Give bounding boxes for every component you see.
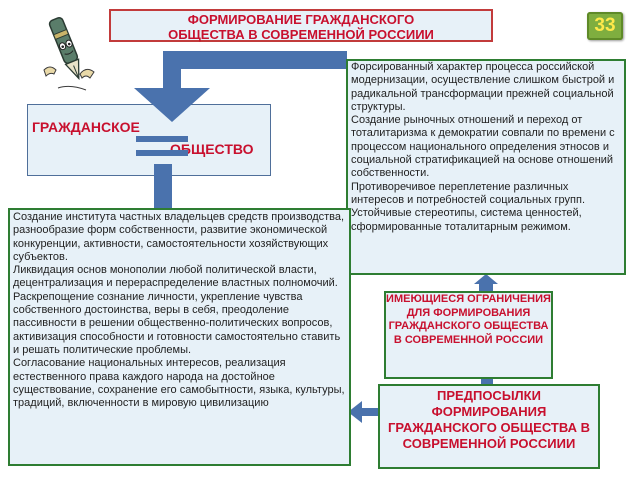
prerequisite-item: Создание института частных владельцев ср…	[13, 211, 345, 263]
civil-society-word1: ГРАЖДАНСКОЕ	[32, 119, 140, 135]
slide-title-line2: ОБЩЕСТВА В СОВРЕМЕННОЙ РОССИИИ	[168, 27, 434, 42]
slide-title: ФОРМИРОВАНИЕ ГРАЖДАНСКОГО ОБЩЕСТВА В СОВ…	[109, 9, 493, 42]
slide-number-badge: 33	[587, 12, 623, 40]
constraints-text-box: Форсированный характер процесса российск…	[346, 59, 626, 275]
constraint-item: Противоречивое переплетение различных ин…	[351, 180, 586, 206]
pen-mascot-icon	[43, 16, 95, 91]
arrow-left	[348, 401, 362, 423]
constraint-item: Создание рыночных отношений и переход от…	[351, 114, 615, 180]
constraint-item: Форсированный характер процесса российск…	[351, 61, 615, 113]
constraint-item: Устойчивые стереотипы, система ценностей…	[351, 207, 582, 233]
bracket-bar-top	[136, 136, 188, 142]
civil-society-word2: ОБЩЕСТВО	[170, 141, 254, 157]
limitations-label-box: ИМЕЮЩИЕСЯ ОГРАНИЧЕНИЯ ДЛЯ ФОРМИРОВАНИЯ Г…	[384, 291, 553, 379]
prerequisites-text-box: Создание института частных владельцев ср…	[8, 208, 351, 466]
bracket-bar-bottom	[136, 150, 188, 156]
prerequisite-item: Раскрепощение сознание личности, укрепле…	[13, 290, 341, 356]
prerequisites-label-box: ПРЕДПОСЫЛКИ ФОРМИРОВАНИЯ ГРАЖДАНСКОГО ОБ…	[378, 384, 600, 469]
slide-title-line1: ФОРМИРОВАНИЕ ГРАЖДАНСКОГО	[187, 12, 415, 27]
prerequisite-item: Согласование национальных интересов, реа…	[13, 357, 345, 410]
arrow-up-small	[474, 274, 498, 284]
arrow-down-head	[134, 88, 210, 122]
prerequisite-item: Ликвидация основ монополии любой политич…	[13, 264, 338, 290]
arrow-up-shaft	[154, 164, 172, 210]
